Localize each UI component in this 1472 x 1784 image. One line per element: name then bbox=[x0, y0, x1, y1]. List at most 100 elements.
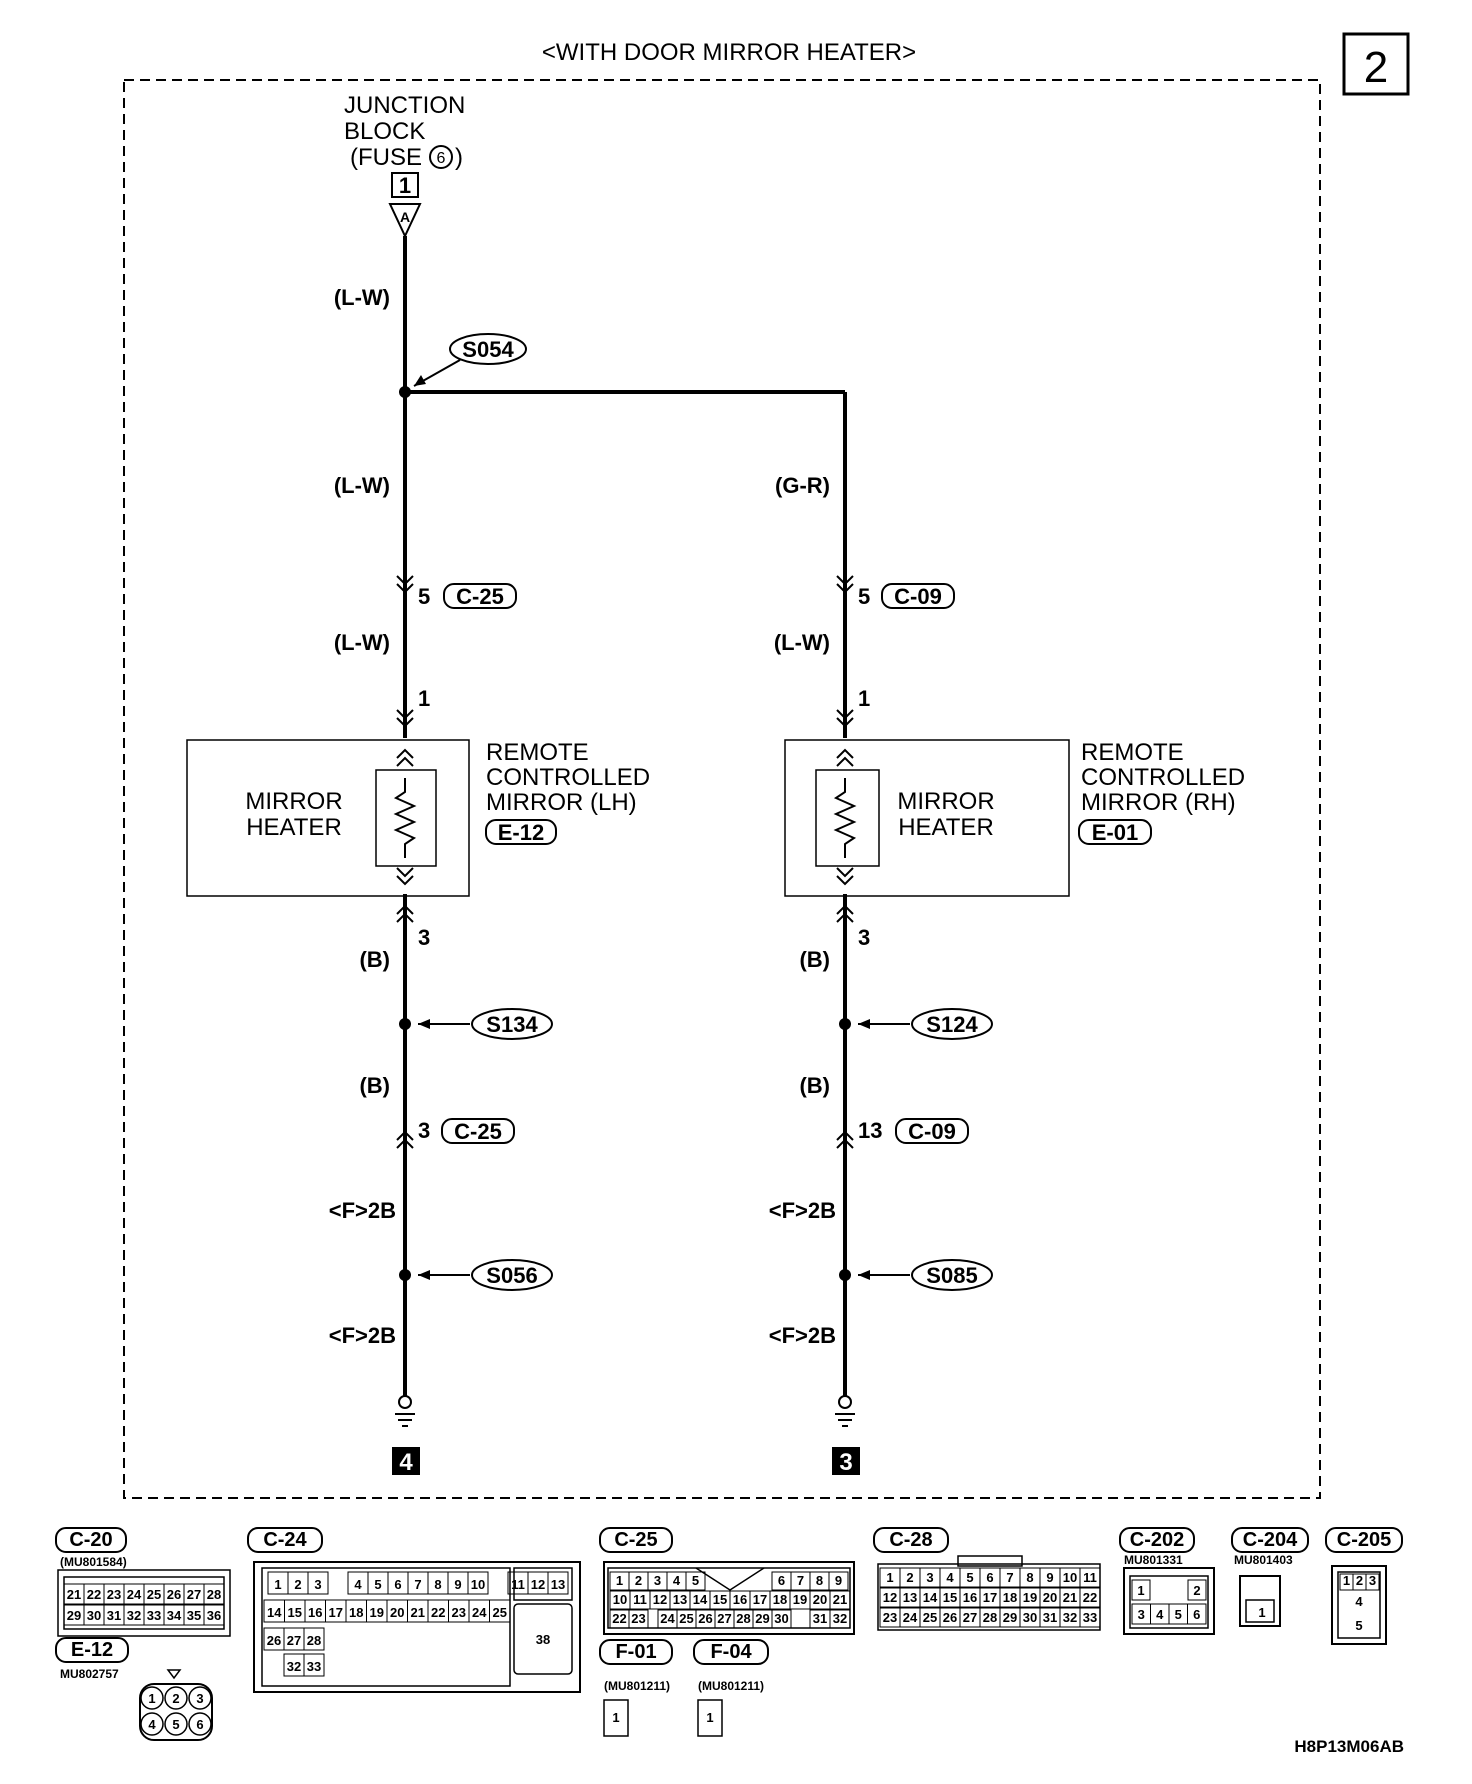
connector-pin-number: 2 bbox=[1193, 1583, 1200, 1598]
conn-c204-pin: 1 bbox=[1258, 1605, 1265, 1620]
connector-pin-cell bbox=[829, 1609, 851, 1629]
connector-pin-number: 28 bbox=[307, 1633, 321, 1648]
connector-pin-number: 22 bbox=[612, 1611, 626, 1626]
wire-gr-right-mid: (G-R) bbox=[775, 473, 830, 498]
splice-s056-label: S056 bbox=[486, 1263, 537, 1288]
connector-pin-number: 4 bbox=[673, 1573, 681, 1588]
connector-pin-number: 3 bbox=[314, 1577, 321, 1592]
connector-pin-cell bbox=[203, 1583, 225, 1605]
wire-lw-right-low: (L-W) bbox=[774, 630, 830, 655]
ground-icon-right bbox=[835, 1395, 855, 1427]
junction-arrow-label: A bbox=[400, 209, 410, 225]
connector-pin-cell bbox=[303, 1627, 325, 1651]
left-mirror-component: MIRROR HEATER bbox=[186, 739, 470, 897]
connector-pin-number: 32 bbox=[833, 1611, 847, 1626]
right-comp-conn: E-01 bbox=[1092, 820, 1138, 845]
connector-pin-cell bbox=[829, 1590, 851, 1610]
connector-pin-cell bbox=[203, 1604, 225, 1626]
connector-pin-number: 20 bbox=[390, 1605, 404, 1620]
connector-pin-number: 33 bbox=[147, 1608, 161, 1623]
connector-pin-number: 22 bbox=[431, 1605, 445, 1620]
connector-pin-number: 1 bbox=[148, 1691, 155, 1706]
connector-pin-number: 14 bbox=[923, 1590, 938, 1605]
dashed-frame bbox=[123, 79, 1321, 1499]
connector-pin-number: 6 bbox=[778, 1573, 785, 1588]
connector-pin-number: 27 bbox=[287, 1633, 301, 1648]
connector-pin-number: 18 bbox=[773, 1592, 787, 1607]
conn-e12-part: MU802757 bbox=[60, 1667, 119, 1681]
connector-pin-number: 7 bbox=[797, 1573, 804, 1588]
connector-pin-number: 13 bbox=[551, 1577, 565, 1592]
connector-pin-number: 6 bbox=[986, 1570, 993, 1585]
connector-pin-number: 18 bbox=[349, 1605, 363, 1620]
connector-pin-number: 5 bbox=[374, 1577, 381, 1592]
connector-pin-number: 8 bbox=[434, 1577, 441, 1592]
junction-line3b: ) bbox=[455, 144, 463, 171]
connector-pin-number: 26 bbox=[167, 1587, 181, 1602]
connector-pin-number: 3 bbox=[654, 1573, 661, 1588]
page-number-box: 2 bbox=[1342, 32, 1410, 96]
connector-pin-number: 31 bbox=[813, 1611, 827, 1626]
left-comp-line1: REMOTE bbox=[486, 739, 589, 766]
connector-pin-number: 12 bbox=[883, 1590, 897, 1605]
connector-pin-number: 8 bbox=[1026, 1570, 1033, 1585]
connector-pin-number: 24 bbox=[660, 1611, 675, 1626]
right-conn-top: C-09 bbox=[894, 584, 942, 609]
connector-pin-cell bbox=[1079, 1587, 1101, 1608]
connector-pin-cell bbox=[188, 1686, 212, 1710]
junction-block: JUNCTION BLOCK (FUSE 6 ) 1 A bbox=[344, 92, 465, 239]
wire-f2b-left-1: <F>2B bbox=[329, 1198, 396, 1223]
junction-terminal: 1 bbox=[399, 173, 411, 198]
conn-c205-pin5: 5 bbox=[1355, 1618, 1362, 1633]
splice-s134-label: S134 bbox=[486, 1012, 538, 1037]
connector-pin-number: 28 bbox=[983, 1610, 997, 1625]
right-pin-out: 3 bbox=[858, 925, 870, 950]
fuse-number: 6 bbox=[437, 150, 446, 167]
conn-c28-label: C-28 bbox=[889, 1529, 932, 1551]
connector-pin-number: 3 bbox=[926, 1570, 933, 1585]
connector-pin-number: 22 bbox=[87, 1587, 101, 1602]
connector-pin-number: 21 bbox=[411, 1605, 425, 1620]
wire-b-left-2: (B) bbox=[359, 1073, 390, 1098]
connector-pin-number: 11 bbox=[511, 1577, 525, 1592]
right-conn-bot: C-09 bbox=[908, 1119, 956, 1144]
connector-pin-cell bbox=[303, 1653, 325, 1677]
connector-pin-number: 30 bbox=[87, 1608, 101, 1623]
conn-f04-pin: 1 bbox=[706, 1710, 713, 1725]
connector-pin-number: 4 bbox=[148, 1717, 156, 1732]
connector-pin-number: 14 bbox=[693, 1592, 708, 1607]
connector-pin-number: 2 bbox=[635, 1573, 642, 1588]
splice-s134: S134 bbox=[399, 1008, 553, 1040]
connector-pin-number: 2 bbox=[1356, 1573, 1363, 1588]
junction-line3a: (FUSE bbox=[350, 144, 422, 171]
right-pin-top: 5 bbox=[858, 584, 870, 609]
connector-pin-number: 1 bbox=[886, 1570, 893, 1585]
connector-pin-number: 8 bbox=[816, 1573, 823, 1588]
right-heater-line1: MIRROR bbox=[897, 788, 994, 815]
connector-pin-number: 19 bbox=[793, 1592, 807, 1607]
diagram-code: H8P13M06AB bbox=[1294, 1737, 1404, 1756]
connector-pin-number: 9 bbox=[835, 1573, 842, 1588]
connector-pin-number: 17 bbox=[753, 1592, 767, 1607]
connector-pin-number: 18 bbox=[1003, 1590, 1017, 1605]
conn-c24-big: 38 bbox=[536, 1632, 550, 1647]
connector-pin-number: 20 bbox=[1043, 1590, 1057, 1605]
connector-pin-number: 23 bbox=[107, 1587, 121, 1602]
connector-pin-cell bbox=[1079, 1607, 1101, 1628]
connector-pin-number: 36 bbox=[207, 1608, 221, 1623]
splice-s056: S056 bbox=[399, 1259, 553, 1291]
connector-pin-number: 31 bbox=[1043, 1610, 1057, 1625]
connector-pin-number: 32 bbox=[1063, 1610, 1077, 1625]
left-heater-line2: HEATER bbox=[246, 814, 342, 841]
connector-pin-number: 1 bbox=[1343, 1573, 1350, 1588]
right-heater-line2: HEATER bbox=[898, 814, 994, 841]
connector-pin-number: 10 bbox=[613, 1592, 627, 1607]
wire-lw-left-mid: (L-W) bbox=[334, 473, 390, 498]
connector-pin-cell bbox=[188, 1712, 212, 1736]
conn-f04-part: (MU801211) bbox=[698, 1679, 764, 1693]
splice-s054: S054 bbox=[399, 333, 527, 398]
connector-pin-cell bbox=[164, 1686, 188, 1710]
